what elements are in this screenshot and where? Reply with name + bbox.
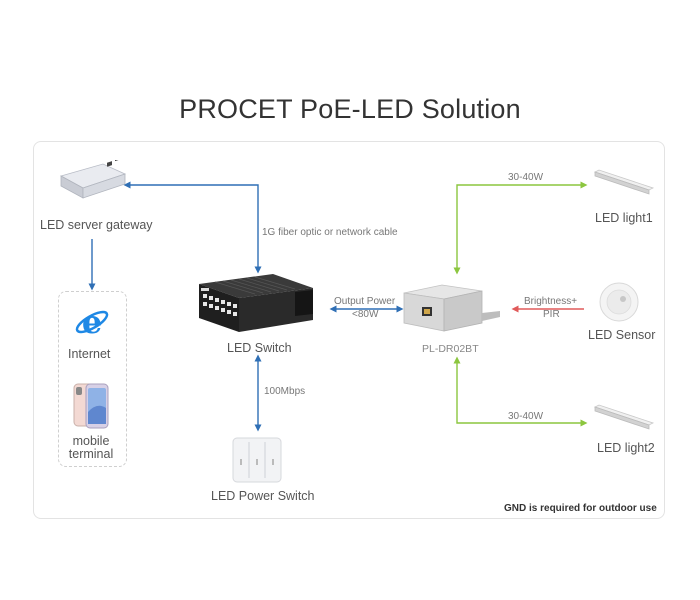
line-driver-light2 bbox=[453, 356, 588, 427]
led-switch-label: LED Switch bbox=[227, 341, 292, 355]
line-gateway-switch bbox=[123, 181, 262, 274]
mbps-link-label: 100Mbps bbox=[264, 386, 306, 397]
motion-sensor-icon bbox=[599, 282, 639, 322]
fiber-link-label: 1G fiber optic or network cable bbox=[262, 227, 398, 238]
power-switch-label: LED Power Switch bbox=[211, 489, 315, 503]
mobile-terminal-label: mobile terminal bbox=[68, 434, 114, 461]
output-power-label: Output Power bbox=[334, 296, 396, 307]
led-light2-label: LED light2 bbox=[597, 441, 655, 455]
server-gateway-icon bbox=[59, 160, 127, 199]
svg-text:e: e bbox=[82, 303, 102, 341]
wall-power-switch-icon bbox=[232, 437, 282, 483]
output-power-value: <80W bbox=[352, 309, 379, 320]
internet-label: Internet bbox=[68, 347, 111, 361]
client-devices-group bbox=[58, 291, 127, 467]
light1-power-label: 30-40W bbox=[508, 172, 544, 183]
led-light-bar-icon bbox=[593, 404, 655, 430]
smartphone-icon bbox=[73, 383, 109, 429]
brightness-label: Brightness+ bbox=[524, 296, 578, 307]
poe-driver-icon bbox=[403, 284, 500, 332]
line-driver-light1 bbox=[453, 181, 588, 275]
diagram-title: PROCET PoE-LED Solution bbox=[179, 94, 521, 124]
led-switch-icon bbox=[199, 274, 313, 332]
pir-label: PIR bbox=[543, 309, 560, 320]
led-light-bar-icon bbox=[593, 169, 655, 195]
diagram-frame bbox=[33, 141, 665, 519]
internet-explorer-icon: e bbox=[75, 303, 109, 341]
driver-model-label: PL-DR02BT bbox=[422, 343, 479, 355]
led-light1-label: LED light1 bbox=[595, 211, 653, 225]
light2-power-label: 30-40W bbox=[508, 411, 544, 422]
led-sensor-label: LED Sensor bbox=[588, 328, 656, 342]
footer-note: GND is required for outdoor use bbox=[504, 503, 657, 514]
gateway-label: LED server gateway bbox=[40, 218, 153, 232]
